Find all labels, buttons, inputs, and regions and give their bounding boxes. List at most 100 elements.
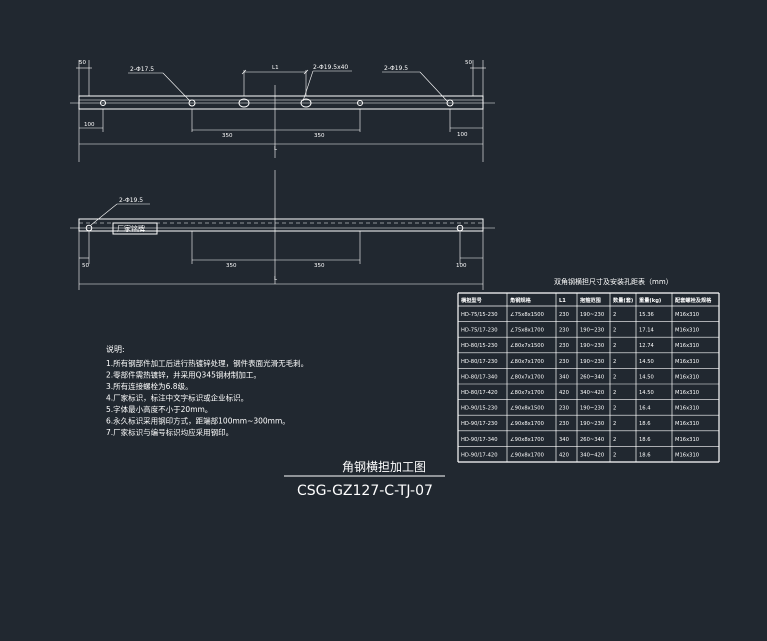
table-cell: 2 xyxy=(613,390,616,396)
table-cell: 420 xyxy=(559,390,569,396)
callout-hole-slot: 2-Φ19.5x40 xyxy=(313,64,348,71)
table-cell: 230 xyxy=(559,359,569,365)
table-cell: M16x310 xyxy=(675,406,699,412)
table-cell: 230 xyxy=(559,421,569,427)
table-cell: 18.6 xyxy=(639,437,651,443)
table-cell: 190~230 xyxy=(580,359,604,365)
table-cell: 190~230 xyxy=(580,328,604,334)
notes-heading: 说明: xyxy=(106,344,125,354)
dim-total: L xyxy=(274,146,278,152)
table-cell: M16x310 xyxy=(675,437,699,443)
note-line: 4.厂家标识，标注中文字标识或企业标识。 xyxy=(106,393,248,403)
callout-hole-right: 2-Φ19.5 xyxy=(384,65,408,72)
table-cell: ∠80x7x1500 xyxy=(510,343,544,349)
table-cell: 230 xyxy=(559,406,569,412)
table-cell: ∠75x8x1700 xyxy=(510,328,544,334)
table-caption: 双角钢横担尺寸及安装孔距表（mm） xyxy=(554,277,673,286)
dim-span-left: 350 xyxy=(222,133,233,139)
table-cell: 190~230 xyxy=(580,421,604,427)
table-cell: HD-80/17-420 xyxy=(461,390,498,396)
table-cell: 2 xyxy=(613,343,616,349)
table-cell: 2 xyxy=(613,374,616,380)
side-dim-span-right: 350 xyxy=(314,263,325,269)
dim-span-right: 350 xyxy=(314,133,325,139)
table-header-cell: 角钢规格 xyxy=(510,296,532,304)
dim-l1: L1 xyxy=(272,65,279,71)
table-cell: 230 xyxy=(559,328,569,334)
table-cell: 16.4 xyxy=(639,406,651,412)
table-cell: ∠90x8x1500 xyxy=(510,406,544,412)
table-cell: M16x310 xyxy=(675,421,699,427)
table-cell: M16x310 xyxy=(675,374,699,380)
table-cell: 190~230 xyxy=(580,312,604,318)
table-cell: 230 xyxy=(559,312,569,318)
bolt-hole xyxy=(100,100,106,106)
side-dim-total: L xyxy=(274,276,278,282)
table-cell: 15.36 xyxy=(639,312,654,318)
table-cell: 18.6 xyxy=(639,452,651,458)
callout-hole-left: 2-Φ17.5 xyxy=(130,66,154,73)
table-cell: 340 xyxy=(559,374,569,380)
note-line: 2.零部件需热镀锌，并采用Q345钢材制加工。 xyxy=(106,370,261,380)
table-cell: ∠90x8x1700 xyxy=(510,452,544,458)
slot-hole xyxy=(238,98,250,108)
slot-hole xyxy=(300,98,312,108)
table-cell: ∠90x8x1700 xyxy=(510,421,544,427)
table-cell: 260~340 xyxy=(580,374,604,380)
table-cell: 260~340 xyxy=(580,437,604,443)
table-cell: HD-75/15-230 xyxy=(461,312,498,318)
table-header-cell: 抱箍范围 xyxy=(579,296,601,304)
table-cell: 2 xyxy=(613,421,616,427)
table-cell: M16x310 xyxy=(675,312,699,318)
table-header-cell: L1 xyxy=(559,298,566,304)
table-cell: 340~420 xyxy=(580,390,604,396)
nameplate-box xyxy=(112,222,158,235)
table-header-cell: 横担型号 xyxy=(461,296,482,304)
table-cell: HD-90/17-230 xyxy=(461,421,498,427)
side-view: 厂家铭牌 2-Φ19.5 50 100 350 350 L xyxy=(70,170,495,290)
table-cell: HD-90/15-230 xyxy=(461,406,498,412)
note-line: 1.所有钢部件加工后进行热镀锌处理，钢件表面光滑无毛刺。 xyxy=(106,358,308,368)
dim-edge-right: 100 xyxy=(457,132,468,138)
note-line: 6.永久标识采用钢印方式，距端部100mm~300mm。 xyxy=(106,416,290,426)
table-cell: 420 xyxy=(559,452,569,458)
angle-bar-top xyxy=(78,95,484,110)
side-dim-span-left: 350 xyxy=(226,263,237,269)
table-cell: 14.50 xyxy=(639,374,654,380)
table-cell: 17.14 xyxy=(639,328,655,334)
table-cell: M16x310 xyxy=(675,328,699,334)
note-line: 7.厂家标识与编号标识均应采用钢印。 xyxy=(106,427,233,437)
bolt-hole xyxy=(85,224,93,232)
bolt-hole xyxy=(188,99,196,107)
table-cell: ∠90x8x1700 xyxy=(510,437,544,443)
table-cell: HD-90/17-340 xyxy=(461,437,498,443)
bolt-hole xyxy=(446,99,454,107)
table-cell: HD-80/17-230 xyxy=(461,359,498,365)
table-cell: M16x310 xyxy=(675,390,699,396)
table-cell: 230 xyxy=(559,343,569,349)
table-header-cell: 配套螺栓及规格 xyxy=(675,296,712,304)
table-cell: 2 xyxy=(613,359,616,365)
table-cell: M16x310 xyxy=(675,452,699,458)
title-block: 角钢横担加工图 CSG-GZ127-C-TJ-07 xyxy=(284,460,445,499)
table-cell: 340 xyxy=(559,437,569,443)
side-dim-edge-right: 100 xyxy=(456,263,467,269)
table-cell: 2 xyxy=(613,328,616,334)
table-cell: 340~420 xyxy=(580,452,604,458)
callout-side-hole: 2-Φ19.5 xyxy=(119,197,143,204)
table-header-cell: 重量(kg) xyxy=(639,296,661,304)
table-cell: HD-90/17-420 xyxy=(461,452,498,458)
table-cell: HD-80/17-340 xyxy=(461,374,498,380)
table-cell: 14.50 xyxy=(639,359,654,365)
table-cell: 14.50 xyxy=(639,390,654,396)
table-cell: 2 xyxy=(613,452,616,458)
drawing-code: CSG-GZ127-C-TJ-07 xyxy=(297,483,433,499)
top-view: 50 50 L1 2-Φ17.5 2-Φ19.5x40 2-Φ19.5 xyxy=(70,60,495,162)
table-cell: M16x310 xyxy=(675,359,699,365)
table-cell: 18.6 xyxy=(639,421,651,427)
nameplate-label: 厂家铭牌 xyxy=(117,224,145,233)
table-cell: 12.74 xyxy=(639,343,655,349)
table-cell: 2 xyxy=(613,312,616,318)
